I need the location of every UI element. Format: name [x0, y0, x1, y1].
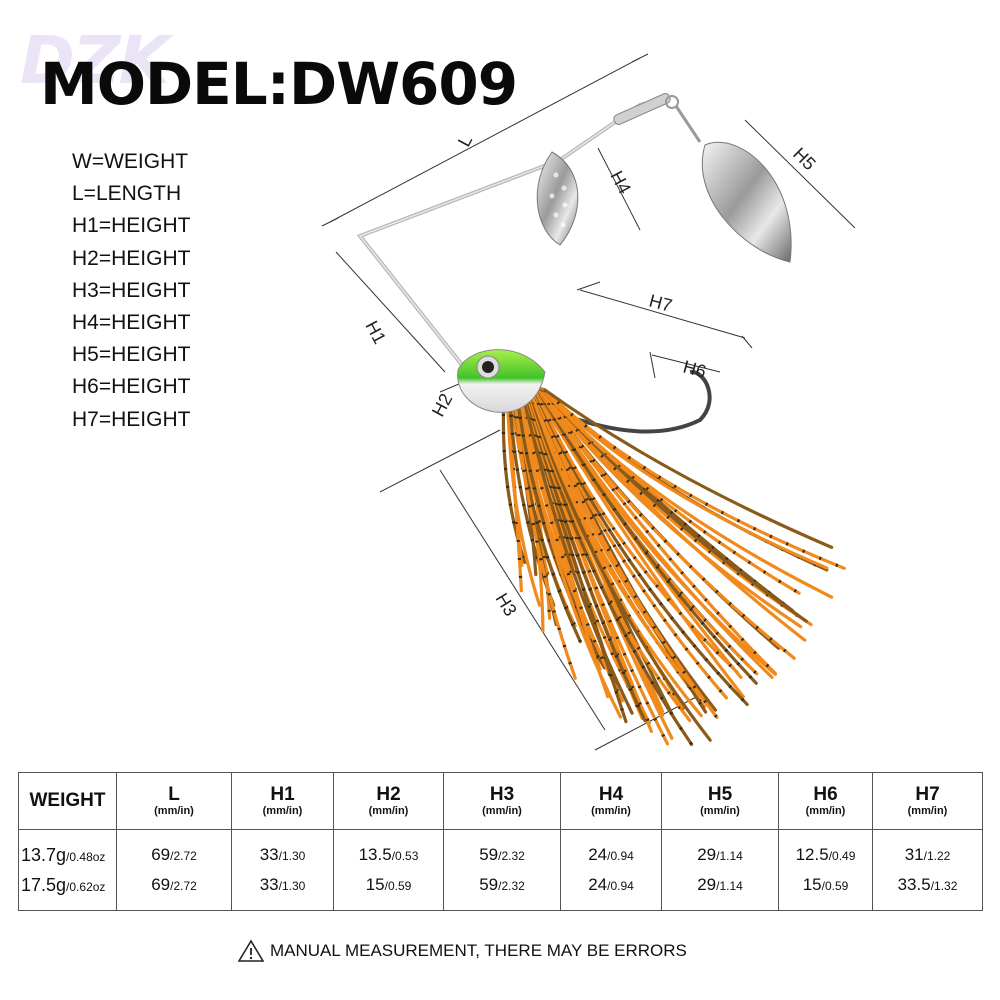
skirt-strand: [514, 379, 631, 689]
warning-icon: [238, 939, 264, 962]
header-H5: H5(mm/in): [661, 772, 779, 830]
value-cell-H5: 29/1.14: [661, 870, 779, 911]
skirt-strand: [528, 383, 709, 706]
skirt-strand: [530, 384, 745, 699]
skirt-strand: [511, 378, 577, 680]
value-cell-H2: 13.5/0.53: [333, 829, 444, 870]
value-cell-H2: 15/0.59: [333, 870, 444, 911]
spinnerbait-diagram: L H1 H2 H3 H4 H5 H6 H7: [321, 53, 856, 751]
skirt-strand: [542, 388, 846, 570]
skirt-strand: [535, 385, 774, 680]
value-cell-H3: 59/2.32: [443, 829, 561, 870]
value-cell-H1: 33/1.30: [231, 870, 334, 911]
legend-item-h5: H5=HEIGHT: [72, 343, 191, 367]
legend-item-weight: W=WEIGHT: [72, 150, 189, 173]
skirt-strand: [541, 387, 834, 599]
value-cell-H6: 12.5/0.49: [778, 829, 873, 870]
skirt-strand: [526, 383, 712, 742]
legend-item-h1: H1=HEIGHT: [72, 214, 191, 238]
legend-item-h3: H3=HEIGHT: [72, 278, 191, 302]
lure-head: [457, 349, 546, 413]
skirt-strand: [538, 387, 803, 629]
skirt-strand: [519, 381, 634, 715]
small-blade: [536, 151, 579, 246]
wire-arm: [356, 93, 671, 377]
skirt-strand: [534, 385, 758, 685]
legend-item-h4: H4=HEIGHT: [72, 311, 191, 335]
value-cell-H4: 24/0.94: [560, 870, 662, 911]
note-text: MANUAL MEASUREMENT, THERE MAY BE ERRORS: [270, 941, 687, 960]
value-cell-H7: 33.5/1.32: [872, 870, 983, 911]
label-H5: H5: [789, 144, 819, 174]
model-title: MODEL:DW609: [40, 50, 518, 118]
value-cell-H1: 33/1.30: [231, 829, 334, 870]
measurement-note: MANUAL MEASUREMENT, THERE MAY BE ERRORS: [238, 939, 687, 963]
legend: W=WEIGHT L=LENGTH H1=HEIGHT H2=HEIGHT H3…: [72, 146, 190, 436]
value-cell-H4: 24/0.94: [560, 829, 662, 870]
value-cell-L: 69/2.72: [116, 829, 232, 870]
value-cell-H3: 59/2.32: [443, 870, 561, 911]
header-H7: H7(mm/in): [872, 772, 983, 830]
skirt-strand: [516, 380, 623, 719]
header-H6: H6(mm/in): [778, 772, 873, 830]
header-H2: H2(mm/in): [333, 772, 444, 830]
skirt-strand: [537, 386, 796, 660]
skirt-strand: [532, 385, 739, 674]
legend-item-h2: H2=HEIGHT: [72, 246, 191, 270]
label-H2: H2: [428, 390, 456, 420]
header-L: L(mm/in): [116, 772, 232, 830]
weight-cell: 17.5g/0.62oz: [18, 870, 117, 911]
header-H3: H3(mm/in): [443, 772, 561, 830]
large-blade: [665, 95, 792, 263]
weight-cell: 13.7g/0.48oz: [18, 829, 117, 870]
legend-item-h6: H6=HEIGHT: [72, 375, 191, 399]
header-H4: H4(mm/in): [560, 772, 662, 830]
brand-logo: DZK: [20, 22, 170, 99]
header-weight: WEIGHT: [18, 772, 117, 830]
header-H1: H1(mm/in): [231, 772, 334, 830]
label-H3: H3: [492, 590, 521, 620]
spec-table: WEIGHT L(mm/in) H1(mm/in) H2(mm/in) H3(m…: [18, 772, 983, 911]
value-cell-H6: 15/0.59: [778, 870, 873, 911]
legend-item-length: L=LENGTH: [72, 182, 182, 206]
label-L: L: [454, 132, 476, 150]
value-cell-H5: 29/1.14: [661, 829, 779, 870]
skirt-strand: [530, 384, 719, 720]
value-cell-L: 69/2.72: [116, 870, 232, 911]
skirt: [501, 376, 846, 746]
legend-item-h7: H7=HEIGHT: [72, 407, 191, 431]
value-cell-H7: 31/1.22: [872, 829, 983, 870]
skirt-strand: [543, 388, 834, 549]
label-H7: H7: [647, 291, 674, 316]
label-H1: H1: [361, 317, 389, 347]
